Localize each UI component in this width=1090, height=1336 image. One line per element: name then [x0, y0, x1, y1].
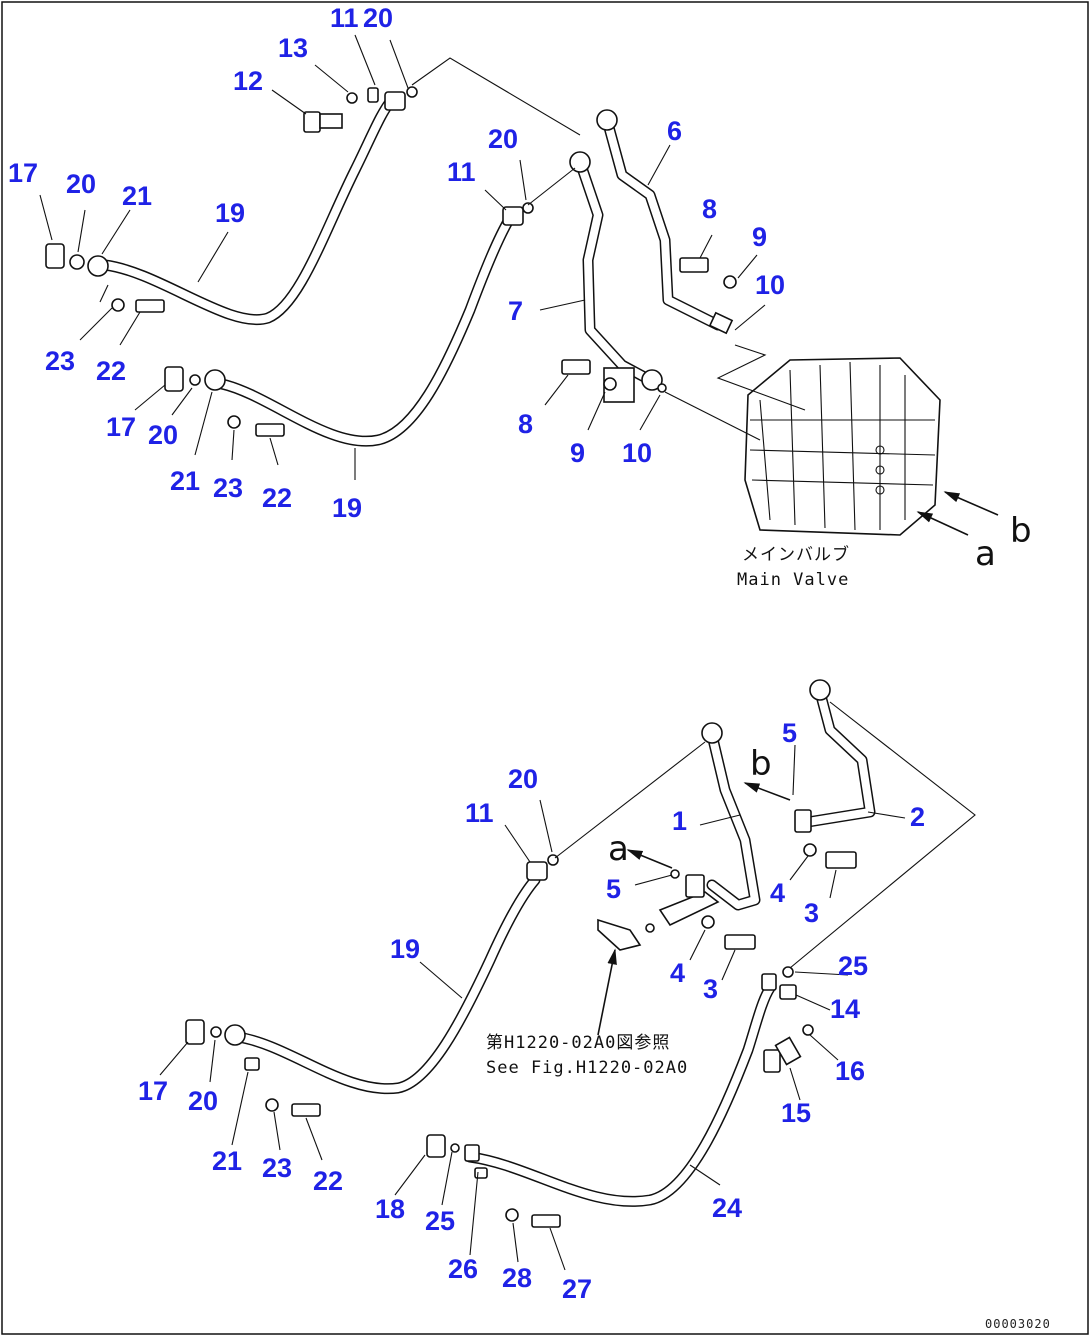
- leader-lines-upper: [39, 34, 766, 480]
- lower-assembly: [159, 679, 976, 1271]
- callout-8: 8: [518, 409, 533, 439]
- main-valve-label-en: Main Valve: [737, 570, 849, 590]
- callout-4: 4: [670, 958, 685, 988]
- callout-21: 21: [122, 181, 152, 211]
- flange-11-middle: [502, 206, 524, 226]
- callout-6: 6: [667, 116, 682, 146]
- callout-19: 19: [332, 493, 362, 523]
- arrow-b-lower: [743, 782, 791, 801]
- arrow-a-upper: [916, 511, 969, 536]
- callout-17: 17: [106, 412, 136, 442]
- callout-11: 11: [465, 798, 494, 828]
- callout-25: 25: [425, 1206, 455, 1236]
- callout-22: 22: [96, 356, 126, 386]
- callout-labels: 11 20 13 12 20 6 11 17 20 21 19 8 9 10 7…: [8, 3, 925, 1304]
- callout-22: 22: [262, 483, 292, 513]
- callout-23: 23: [45, 346, 75, 376]
- bolt-12: [303, 111, 343, 133]
- cap-17-a: [45, 243, 65, 269]
- callout-8: 8: [702, 194, 717, 224]
- label-a-upper: a: [975, 534, 996, 574]
- bolt-3-a: [825, 851, 857, 869]
- upper-assembly: [39, 34, 999, 536]
- callout-7: 7: [508, 296, 523, 326]
- callout-26: 26: [448, 1254, 478, 1284]
- callout-20: 20: [66, 169, 96, 199]
- pipe-7: [569, 151, 663, 403]
- arrow-see-fig: [597, 948, 617, 1036]
- callout-10: 10: [622, 438, 652, 468]
- callout-28: 28: [502, 1263, 532, 1293]
- connection-lines-upper: [411, 57, 806, 441]
- arrow-a-lower: [626, 849, 673, 869]
- callout-23: 23: [262, 1153, 292, 1183]
- main-valve-label-ja: メインバルブ: [742, 544, 850, 565]
- hose-19-middle: [216, 212, 516, 447]
- callout-22: 22: [313, 1166, 343, 1196]
- callout-13: 13: [278, 33, 308, 63]
- callout-20: 20: [508, 764, 538, 794]
- callout-19: 19: [390, 934, 420, 964]
- callout-18: 18: [375, 1194, 405, 1224]
- callout-27: 27: [562, 1274, 592, 1304]
- pipe-1: [658, 722, 761, 927]
- callout-5: 5: [782, 718, 797, 748]
- callout-11: 11: [447, 157, 476, 187]
- callout-23: 23: [213, 473, 243, 503]
- callout-25: 25: [838, 951, 868, 981]
- hose-24: [464, 982, 776, 1207]
- pipe-6: [596, 109, 734, 335]
- bolt-15: [763, 1036, 802, 1073]
- drawing-code: 00003020: [985, 1317, 1051, 1331]
- callout-21: 21: [212, 1146, 242, 1176]
- callout-5: 5: [606, 874, 621, 904]
- callout-16: 16: [835, 1056, 865, 1086]
- callout-9: 9: [570, 438, 585, 468]
- callout-3: 3: [804, 898, 819, 928]
- callout-3: 3: [703, 974, 718, 1004]
- callout-20: 20: [188, 1086, 218, 1116]
- pipe-2: [794, 679, 876, 833]
- connection-lines-lower: [554, 701, 976, 969]
- callout-14: 14: [830, 994, 860, 1024]
- ref-note-en: See Fig.H1220-02A0: [486, 1058, 688, 1078]
- callout-10: 10: [755, 270, 785, 300]
- callout-24: 24: [712, 1193, 742, 1223]
- callout-21: 21: [170, 466, 200, 496]
- callout-20: 20: [488, 124, 518, 154]
- callout-2: 2: [910, 802, 925, 832]
- hose-19-upper: [99, 94, 398, 326]
- bolt-3-b: [724, 934, 756, 950]
- callout-11: 11: [330, 3, 359, 33]
- callout-17: 17: [8, 158, 38, 188]
- callout-4: 4: [770, 878, 785, 908]
- callout-12: 12: [233, 66, 263, 96]
- ref-note-ja: 第H1220-02A0図参照: [486, 1033, 670, 1053]
- label-a-lower: a: [608, 829, 629, 869]
- text-annotations: メインバルブ Main Valve a b b a 第H1220-02A0図参照…: [486, 511, 1051, 1331]
- arrow-b-upper: [943, 491, 999, 516]
- callout-9: 9: [752, 222, 767, 252]
- main-valve: [744, 357, 941, 536]
- flange-11-upper: [384, 91, 406, 111]
- callout-15: 15: [781, 1098, 811, 1128]
- cap-17-b: [164, 366, 184, 392]
- callout-17: 17: [138, 1076, 168, 1106]
- label-b-lower: b: [750, 744, 772, 784]
- callout-20: 20: [148, 420, 178, 450]
- callout-1: 1: [672, 806, 687, 836]
- callout-19: 19: [215, 198, 245, 228]
- callout-20: 20: [363, 3, 393, 33]
- hose-19-lower: [232, 874, 541, 1095]
- label-b-upper: b: [1010, 511, 1032, 551]
- leader-lines-lower: [159, 744, 906, 1271]
